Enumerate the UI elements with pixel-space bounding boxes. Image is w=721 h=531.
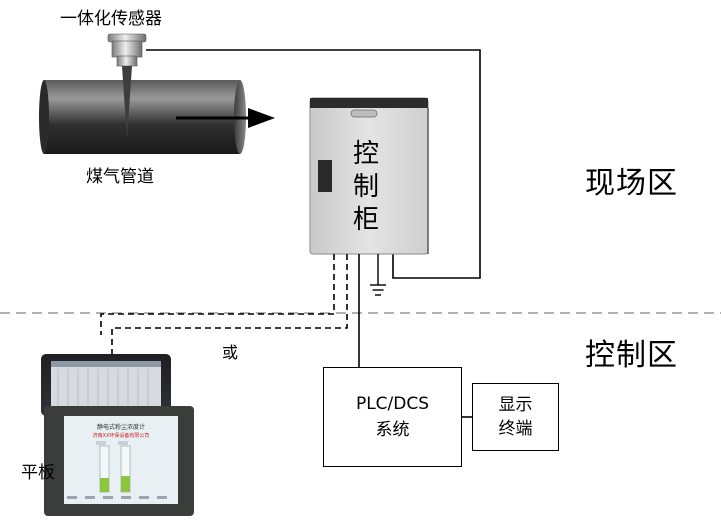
or-label: 或 [222,343,239,362]
cabinet-label: 控制柜 [352,139,379,235]
tablet-link-dashed-a [100,254,335,335]
plc-dcs-box: PLC/DCS 系统 [323,367,462,467]
level-bar-2-fill [121,476,130,492]
display-terminal-box: 显示 终端 [472,383,559,451]
control-cabinet [309,97,429,255]
display-label-line2: 终端 [498,419,533,439]
flow-arrow-icon [176,108,275,128]
tablet-device-back [41,354,171,416]
level-bar-1-fill [100,478,109,492]
tablet-label: 平板 [21,463,55,483]
pipe-label: 煤气管道 [86,167,154,187]
display-label-line1: 显示 [498,395,533,415]
screen-title: 静电式粉尘浓度计 [97,423,145,431]
sensor-label: 一体化传感器 [60,9,162,29]
sensor-signal-line [146,49,481,279]
sensor-probe-icon [107,33,147,140]
plc-label-line2: 系统 [375,420,410,440]
screen-subtitle: 济南XX环保设备有限公司 [93,432,150,439]
zone-control-label: 控制区 [585,338,678,373]
tablet-device-front [44,406,194,516]
zone-field-label: 现场区 [585,166,678,201]
plc-label-line1: PLC/DCS [355,394,430,414]
tablet-link-dashed-b [111,254,348,355]
ground-icon [370,254,386,296]
